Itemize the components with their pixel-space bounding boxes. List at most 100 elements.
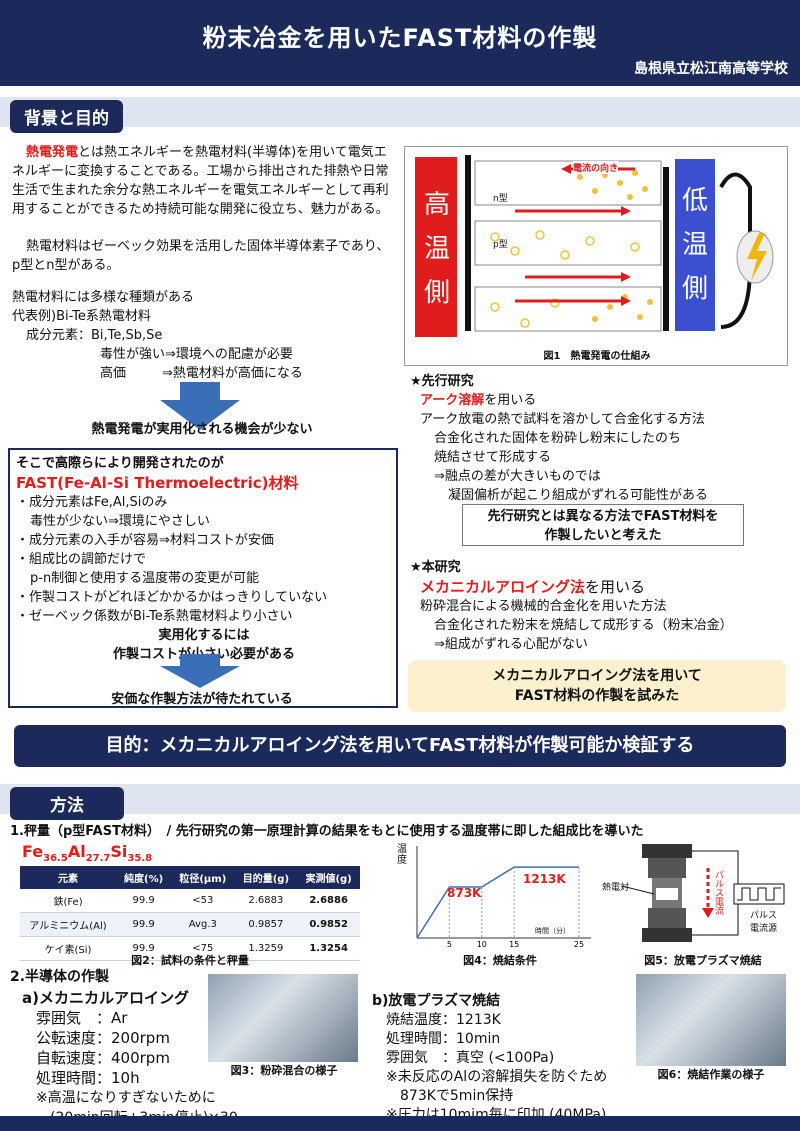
thermoelectric-diagram [415, 155, 774, 337]
figure-2-caption: 図2：試料の条件と秤量 [131, 954, 249, 967]
table-cell: Avg.3 [171, 912, 235, 937]
keyword-thermoelectric: 熱電発電 [26, 145, 79, 160]
sps-note-1: ※未反応のAlの溶解損失を防ぐため [386, 1069, 608, 1085]
material-line-3: 成分元素：Bi,Te,Sb,Se [26, 328, 163, 343]
fast-bullet-5: ・ゼーベック係数がBi-Te系熱電材料より小さい [16, 609, 293, 624]
hot-char-1: 高 [423, 190, 450, 220]
step1-title: 1.秤量（p型FAST材料） / 先行研究の第一原理計算の結果をもとに使用する温… [10, 824, 644, 839]
table-cell: 0.9852 [297, 912, 360, 937]
step2-title: 2.半導体の作製 [10, 969, 110, 985]
figure-4-caption: 図4：焼結条件 [463, 954, 537, 967]
fast-bullet-1: ・成分元素はFe,Al,Siのみ [16, 495, 168, 510]
prior-box: 先行研究とは異なる方法でFAST材料を 作製したいと考えた [462, 504, 744, 546]
section-band-background [0, 97, 800, 127]
table-cell: 99.9 [116, 889, 172, 913]
fast-bullet-3b: p-n制御と使用する温度帯の変更が可能 [30, 571, 260, 586]
study-box: メカニカルアロイング法を用いて FAST材料の作製を試みた [408, 660, 786, 712]
fast-bullet-1b: 毒性が少ない⇒環境にやさしい [30, 514, 210, 529]
ma-revolution: 公転速度：200rpm [36, 1029, 170, 1047]
prior-line-2: 合金化された固体を粉砕し粉末にしたのち [434, 431, 682, 446]
fast-box-content: そこで高際らにより開発されたのが FAST(Fe-Al-Si Thermoele… [16, 454, 392, 664]
table-header: 実測値(g) [297, 866, 360, 889]
fast-bullet-3: ・組成比の調節だけで [16, 552, 147, 567]
table-cell: 鉄(Fe) [20, 889, 117, 913]
section-title-background: 背景と目的 [10, 100, 123, 133]
x-axis-label: 時間（分） [535, 927, 570, 935]
y-axis-label: 温度 [397, 844, 407, 866]
bottom-bar [474, 286, 662, 332]
x-tick-label: 25 [574, 940, 584, 949]
purpose-banner: 目的：メカニカルアロイング法を用いてFAST材料が作製可能か検証する [14, 725, 786, 767]
pulse-wave-icon [737, 887, 781, 901]
electrode-right [663, 167, 669, 331]
study-box-line-2: FAST材料の作製を試みた [514, 688, 680, 704]
material-line-2: 代表例)Bi-Te系熱電材料 [12, 309, 151, 324]
current-direction-label: 電流の向き [573, 161, 619, 174]
down-arrow-1-body [180, 382, 220, 400]
table-cell: <75 [171, 936, 235, 961]
cold-char-2: 温 [681, 230, 708, 260]
sample-table: 元素 純度(%) 粒径(μm) 目的量(g) 実測値(g) 鉄(Fe) 99.9… [20, 866, 360, 961]
sps-atmosphere: 雰囲気 ：真空 (<100Pa) [386, 1050, 555, 1066]
study-head: ★本研究 [410, 560, 461, 575]
school-name: 島根県立松江南高等学校 [634, 61, 788, 77]
study-line-1: 粉砕混合による機械的合金化を用いた方法 [420, 599, 667, 614]
this-study: ★本研究 メカニカルアロイング法を用いる 粉砕混合による機械的合金化を用いた方法… [410, 558, 795, 654]
lightning-icon [747, 233, 767, 281]
down-arrow-2 [160, 666, 240, 688]
x-tick-label: 5 [447, 940, 452, 949]
hot-char-3: 側 [423, 278, 450, 308]
figure-5-caption: 図5：放電プラズマ焼結 [644, 954, 762, 967]
formula-si-sub: 35.8 [127, 853, 153, 865]
figure-1: 高 温 側 低 温 側 電流の向き n型 p型 図1 熱電発電の仕組み [404, 146, 788, 366]
fast-box [8, 448, 398, 708]
sps-temperature: 焼結温度：1213K [386, 1012, 501, 1028]
fast-bullet-2: ・成分元素の入手が容易⇒材料コストが安価 [16, 533, 274, 548]
down-arrow-1 [160, 400, 240, 430]
table-cell: 99.9 [116, 912, 172, 937]
expensive-label: 高価 [100, 366, 127, 381]
pulse-current-label: パルス電流 [713, 870, 723, 915]
ma-rotation: 自転速度：400rpm [36, 1049, 170, 1067]
figure-5: 熱電対 パルス電流 パルス 電流源 [600, 834, 796, 952]
prior-head: ★先行研究 [410, 374, 474, 389]
pulse-source-label-1: パルス [750, 911, 778, 921]
sps-time: 処理時間：10min [386, 1031, 501, 1047]
intro-paragraph-2: 熱電材料はゼーベック効果を活用した固体半導体素子であり、p型とn型がある。 [12, 239, 390, 273]
table-header: 目的量(g) [234, 866, 298, 889]
table-cell: アルミニウム(Al) [20, 912, 117, 937]
ma-conditions: a)メカニカルアロイング 雰囲気 ：Ar 公転速度：200rpm 自転速度：40… [22, 988, 238, 1128]
hot-side-block [415, 157, 457, 337]
thermocouple-label: 熱電対 [602, 883, 630, 893]
table-row: 鉄(Fe) 99.9 <53 2.6883 2.6886 [20, 889, 360, 913]
prior-research: ★先行研究 アーク溶解を用いる アーク放電の熱で試料を溶かして合金化する方法 合… [410, 372, 795, 505]
label-873k: 873K [447, 886, 482, 900]
prior-method: アーク溶解 [420, 393, 485, 408]
expensive-result: ⇒熱電材料が高価になる [162, 366, 303, 381]
table-header: 純度(%) [116, 866, 172, 889]
ma-title: a)メカニカルアロイング [22, 989, 189, 1007]
sps-title: b)放電プラズマ焼結 [372, 993, 501, 1009]
table-row: アルミニウム(Al) 99.9 Avg.3 0.9857 0.9852 [20, 912, 360, 937]
ball-mill-photo [208, 974, 358, 1062]
ma-time: 処理時間：10h [36, 1069, 140, 1087]
figure-1-caption: 図1 熱電発電の仕組み [543, 351, 651, 362]
formula-fe-sub: 36.5 [43, 853, 68, 865]
prior-line-5: 凝固偏析が起こり組成がずれる可能性がある [448, 488, 709, 503]
table-cell: 2.6883 [234, 889, 298, 913]
formula-al-sub: 27.7 [85, 853, 111, 865]
table-cell: 1.3254 [297, 936, 360, 961]
formula: Fe36.5Al27.7Si35.8 [22, 842, 152, 864]
hot-char-2: 温 [423, 234, 450, 264]
section-band-method [0, 784, 800, 814]
study-box-line-1: メカニカルアロイング法を用いて [492, 668, 702, 684]
x-tick-label: 15 [509, 940, 519, 949]
prior-box-line-1: 先行研究とは異なる方法でFAST材料を [487, 509, 719, 524]
cold-char-1: 低 [681, 186, 708, 216]
pulse-source [733, 883, 785, 905]
cold-side-block [675, 159, 715, 331]
table-cell: <53 [171, 889, 235, 913]
intro-text: とは熱エネルギーを熱電材料(半導体)を用いて電気エネルギーに変換することである。… [12, 145, 389, 217]
